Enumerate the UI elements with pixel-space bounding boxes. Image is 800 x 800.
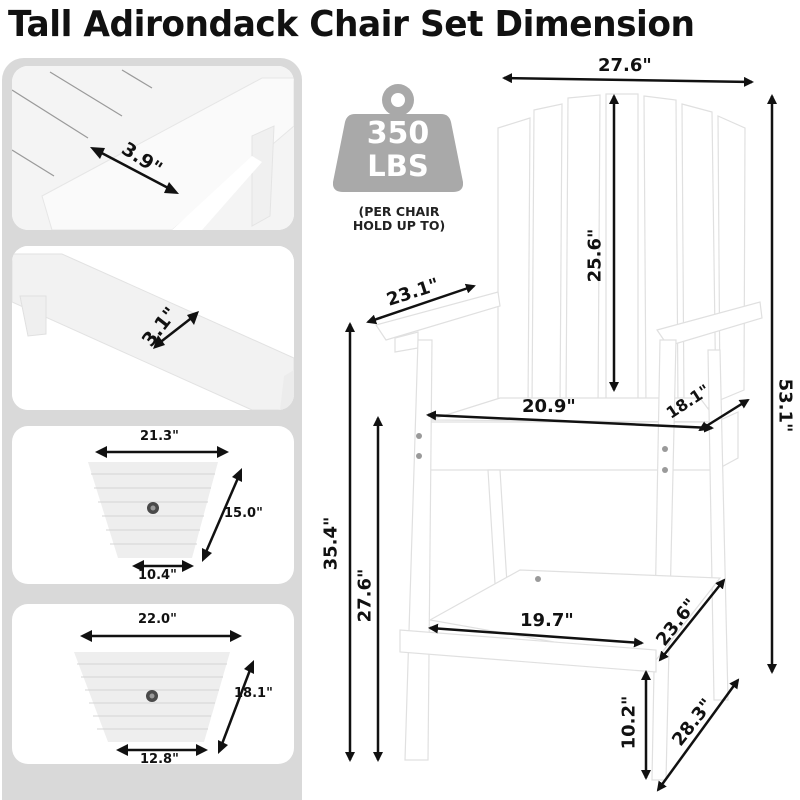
armrest-thickness-card: 3.1" (12, 246, 294, 410)
large-table-side-depth: 18.1" (234, 686, 273, 701)
large-table-illustration (74, 630, 254, 756)
chair-illustration (345, 73, 777, 792)
overall-height-label: 53.1" (774, 378, 796, 433)
armrest-side-illustration (12, 246, 294, 410)
armrest-illustration (12, 66, 294, 230)
small-table-card: 21.3" 10.4" 15.0" (12, 426, 294, 584)
footrest-width-label: 19.7" (520, 610, 574, 631)
small-table-side-depth: 15.0" (224, 506, 263, 521)
seat-width-label: 20.9" (522, 396, 576, 417)
weight-caption: (PER CHAIR HOLD UP TO) (330, 205, 468, 233)
overall-width-label: 27.6" (598, 55, 652, 76)
seat-height-label: 27.6" (354, 568, 376, 623)
page-title: Tall Adirondack Chair Set Dimension (8, 4, 695, 45)
footrest-height-label: 10.2" (618, 695, 640, 750)
armrest-width-card: 3.9" (12, 66, 294, 230)
armrest-height-label: 35.4" (320, 516, 342, 571)
weight-number: 350 (366, 116, 430, 151)
weight-caption-line1: (PER CHAIR (358, 204, 440, 219)
large-table-bottom-width: 12.8" (140, 752, 179, 764)
detail-panel: 3.9" 3.1" (2, 58, 302, 800)
backrest-height-label: 25.6" (584, 228, 606, 283)
small-table-illustration (88, 446, 242, 572)
weight-unit: LBS (367, 149, 429, 183)
small-table-top-width: 21.3" (140, 429, 179, 444)
kettlebell-weight-icon (332, 84, 464, 192)
large-table-top-width: 22.0" (138, 612, 177, 627)
weight-caption-line2: HOLD UP TO) (352, 218, 446, 233)
weight-capacity-badge: 350 LBS (332, 78, 464, 193)
small-table-bottom-width: 10.4" (138, 568, 177, 583)
large-table-card: 22.0" 12.8" 18.1" (12, 604, 294, 764)
